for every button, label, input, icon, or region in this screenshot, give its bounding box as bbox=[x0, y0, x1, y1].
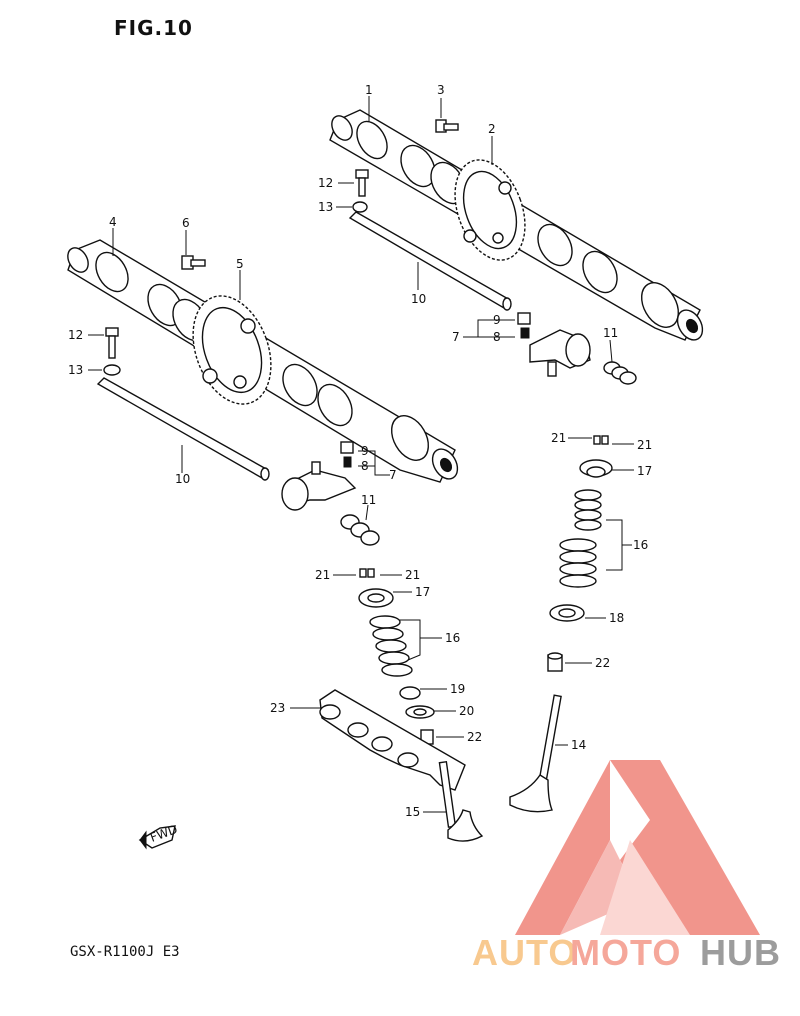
callout-12-upper: 12 bbox=[318, 176, 333, 190]
leader-lines bbox=[88, 96, 634, 813]
callout-2: 2 bbox=[488, 122, 496, 136]
sprocket-bolt-lower[interactable] bbox=[181, 255, 206, 270]
callout-19: 19 bbox=[450, 682, 465, 696]
callout-4: 4 bbox=[109, 215, 117, 229]
spring-seat-right[interactable] bbox=[549, 604, 585, 622]
stem-seal-right[interactable] bbox=[547, 652, 563, 672]
watermark-auto: AUTO bbox=[472, 932, 578, 973]
callout-5: 5 bbox=[236, 257, 244, 271]
callout-11-upper: 11 bbox=[603, 326, 618, 340]
exhaust-valve[interactable] bbox=[509, 694, 562, 813]
fwd-arrow-icon: FWD bbox=[138, 822, 179, 850]
washer-valve-left[interactable] bbox=[405, 705, 435, 719]
callout-20: 20 bbox=[459, 704, 474, 718]
callout-10-lower: 10 bbox=[175, 472, 190, 486]
callout-9-upper: 9 bbox=[493, 313, 501, 327]
valve-spring-right[interactable] bbox=[559, 489, 602, 588]
camshaft-sprocket-upper[interactable] bbox=[442, 150, 538, 270]
callout-16-right: 16 bbox=[633, 538, 648, 552]
callout-9-lower: 9 bbox=[361, 444, 369, 458]
rocker-arm-lower[interactable] bbox=[281, 461, 357, 511]
callout-21-c: 21 bbox=[315, 568, 330, 582]
callout-22-right: 22 bbox=[595, 656, 610, 670]
adjust-screw-lower[interactable] bbox=[343, 456, 352, 468]
callout-3: 3 bbox=[437, 83, 445, 97]
callout-11-lower: 11 bbox=[361, 493, 376, 507]
washer-upper[interactable] bbox=[352, 201, 368, 213]
camshaft-sprocket-lower[interactable] bbox=[179, 285, 285, 415]
callout-labels: 1 3 2 4 6 5 12 13 12 13 10 10 7 9 8 11 9… bbox=[68, 83, 652, 819]
watermark-moto: MOTO bbox=[570, 932, 682, 973]
callout-8-upper: 8 bbox=[493, 330, 501, 344]
rocker-arm-shaft-upper[interactable] bbox=[348, 211, 512, 311]
callout-6: 6 bbox=[182, 216, 190, 230]
cylinder-head-gasket-plate[interactable] bbox=[319, 689, 466, 791]
callout-18: 18 bbox=[609, 611, 624, 625]
callout-23: 23 bbox=[270, 701, 285, 715]
rocker-spring-upper[interactable] bbox=[603, 361, 637, 385]
callout-8-lower: 8 bbox=[361, 459, 369, 473]
figure-title: FIG.10 bbox=[114, 16, 193, 40]
callout-22-left: 22 bbox=[467, 730, 482, 744]
spring-retainer-right[interactable] bbox=[579, 459, 613, 478]
intake-valve[interactable] bbox=[438, 760, 484, 842]
adjust-nut-upper[interactable] bbox=[517, 312, 531, 325]
valve-cotter-right[interactable] bbox=[593, 435, 609, 445]
callout-21-b: 21 bbox=[637, 438, 652, 452]
callout-10-upper: 10 bbox=[411, 292, 426, 306]
callout-13-lower: 13 bbox=[68, 363, 83, 377]
callout-14: 14 bbox=[571, 738, 586, 752]
sprocket-bolt-upper[interactable] bbox=[435, 119, 459, 133]
adjust-nut-lower[interactable] bbox=[340, 441, 354, 454]
callout-17-left: 17 bbox=[415, 585, 430, 599]
model-code: GSX-R1100J E3 bbox=[70, 944, 180, 960]
watermark-hub: HUB bbox=[700, 932, 781, 973]
callout-7-upper: 7 bbox=[452, 330, 460, 344]
callout-1: 1 bbox=[365, 83, 373, 97]
watermark-logo bbox=[515, 760, 760, 935]
rocker-arm-shaft-lower[interactable] bbox=[96, 377, 270, 481]
valve-spring-left[interactable] bbox=[369, 615, 413, 677]
spring-retainer-left[interactable] bbox=[358, 588, 394, 608]
callout-13-upper: 13 bbox=[318, 200, 333, 214]
spring-seat-left[interactable] bbox=[399, 686, 421, 700]
adjust-screw-upper[interactable] bbox=[520, 327, 530, 339]
callout-21-d: 21 bbox=[405, 568, 420, 582]
callout-15: 15 bbox=[405, 805, 420, 819]
rocker-arm-upper[interactable] bbox=[529, 329, 591, 377]
callout-7-lower: 7 bbox=[389, 468, 397, 482]
washer-lower[interactable] bbox=[103, 364, 121, 376]
callout-16-left: 16 bbox=[445, 631, 460, 645]
callout-17-right: 17 bbox=[637, 464, 652, 478]
rocker-spring-lower[interactable] bbox=[340, 514, 380, 546]
callout-12-lower: 12 bbox=[68, 328, 83, 342]
shaft-bolt-upper[interactable] bbox=[355, 169, 369, 197]
valve-cotter-left[interactable] bbox=[359, 568, 375, 578]
shaft-bolt-lower[interactable] bbox=[105, 327, 119, 359]
callout-21-a: 21 bbox=[551, 431, 566, 445]
